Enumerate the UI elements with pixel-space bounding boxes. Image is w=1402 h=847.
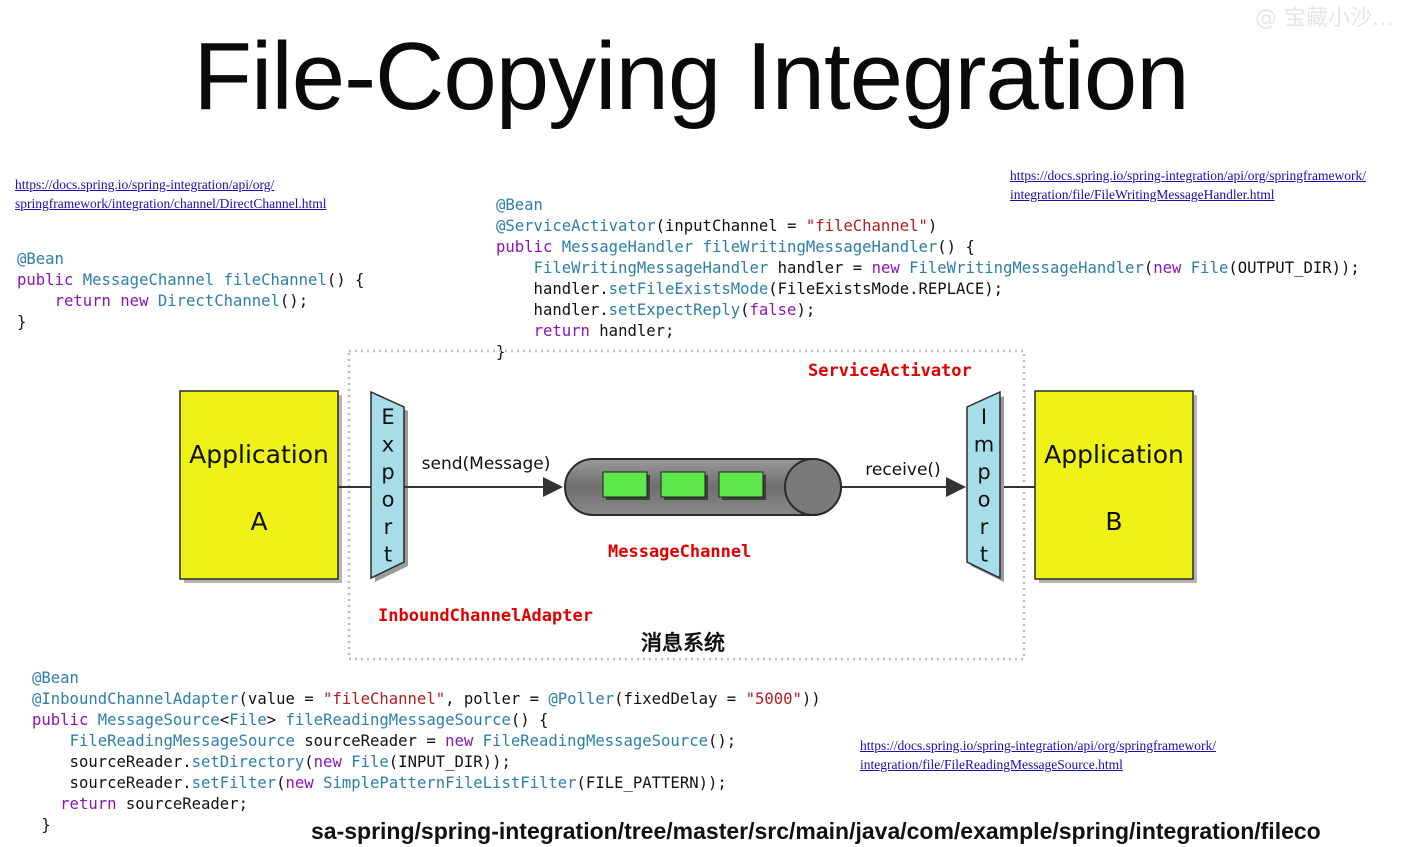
import-letter: r xyxy=(980,515,989,539)
link-line-2: integration/file/FileReadingMessageSourc… xyxy=(860,757,1123,772)
code-file-reading-source-bean: @Bean @InboundChannelAdapter(value = "fi… xyxy=(32,669,821,834)
message-1 xyxy=(602,471,650,500)
import-letter: I xyxy=(981,405,987,429)
export-letter: E xyxy=(381,405,394,429)
message-3 xyxy=(718,471,766,500)
import-letter: m xyxy=(974,433,994,457)
direct-channel-doc-link[interactable]: https://docs.spring.io/spring-integratio… xyxy=(15,175,327,213)
link-line-1: https://docs.spring.io/spring-integratio… xyxy=(1010,168,1366,183)
import-letter: t xyxy=(980,543,988,567)
message-channel-pipe xyxy=(564,458,842,516)
code-file-channel-bean: @Bean public MessageChannel fileChannel(… xyxy=(17,250,365,331)
export-letter: x xyxy=(382,433,394,457)
messaging-system-boundary xyxy=(347,349,1026,661)
export-letter: r xyxy=(384,515,393,539)
file-reading-source-doc-link[interactable]: https://docs.spring.io/spring-integratio… xyxy=(860,736,1216,774)
link-line-1: https://docs.spring.io/spring-integratio… xyxy=(15,177,275,192)
service-activator-label: ServiceActivator xyxy=(808,361,972,381)
link-line-2: springframework/integration/channel/Dire… xyxy=(15,196,327,211)
repo-path-footer: sa-spring/spring-integration/tree/master… xyxy=(311,818,1321,844)
application-b-box: Application B xyxy=(1034,390,1197,583)
file-writing-handler-doc-link[interactable]: https://docs.spring.io/spring-integratio… xyxy=(1010,166,1366,204)
receive-label: receive() xyxy=(865,460,940,480)
application-b-title: Application xyxy=(1044,440,1184,469)
inbound-channel-adapter-label: InboundChannelAdapter xyxy=(378,606,593,626)
code-file-writing-handler-bean: @Bean @ServiceActivator(inputChannel = "… xyxy=(496,196,1360,361)
application-b-letter: B xyxy=(1105,507,1122,536)
application-a-letter: A xyxy=(250,507,267,536)
application-a-title: Application xyxy=(189,440,329,469)
messaging-system-label: 消息系统 xyxy=(641,631,725,655)
send-label: send(Message) xyxy=(422,454,551,474)
link-line-2: integration/file/FileWritingMessageHandl… xyxy=(1010,187,1275,202)
application-a-box: Application A xyxy=(179,390,342,583)
export-letter: t xyxy=(384,543,392,567)
import-letter: p xyxy=(977,460,990,484)
message-channel-label: MessageChannel xyxy=(608,542,752,562)
export-letter: p xyxy=(381,460,394,484)
export-letter: o xyxy=(382,488,395,512)
watermark: @ 宝藏小沙… xyxy=(1255,6,1394,31)
slide-title: File-Copying Integration xyxy=(193,23,1189,130)
import-letter: o xyxy=(978,488,991,512)
message-2 xyxy=(660,471,708,500)
link-line-1: https://docs.spring.io/spring-integratio… xyxy=(860,738,1216,753)
